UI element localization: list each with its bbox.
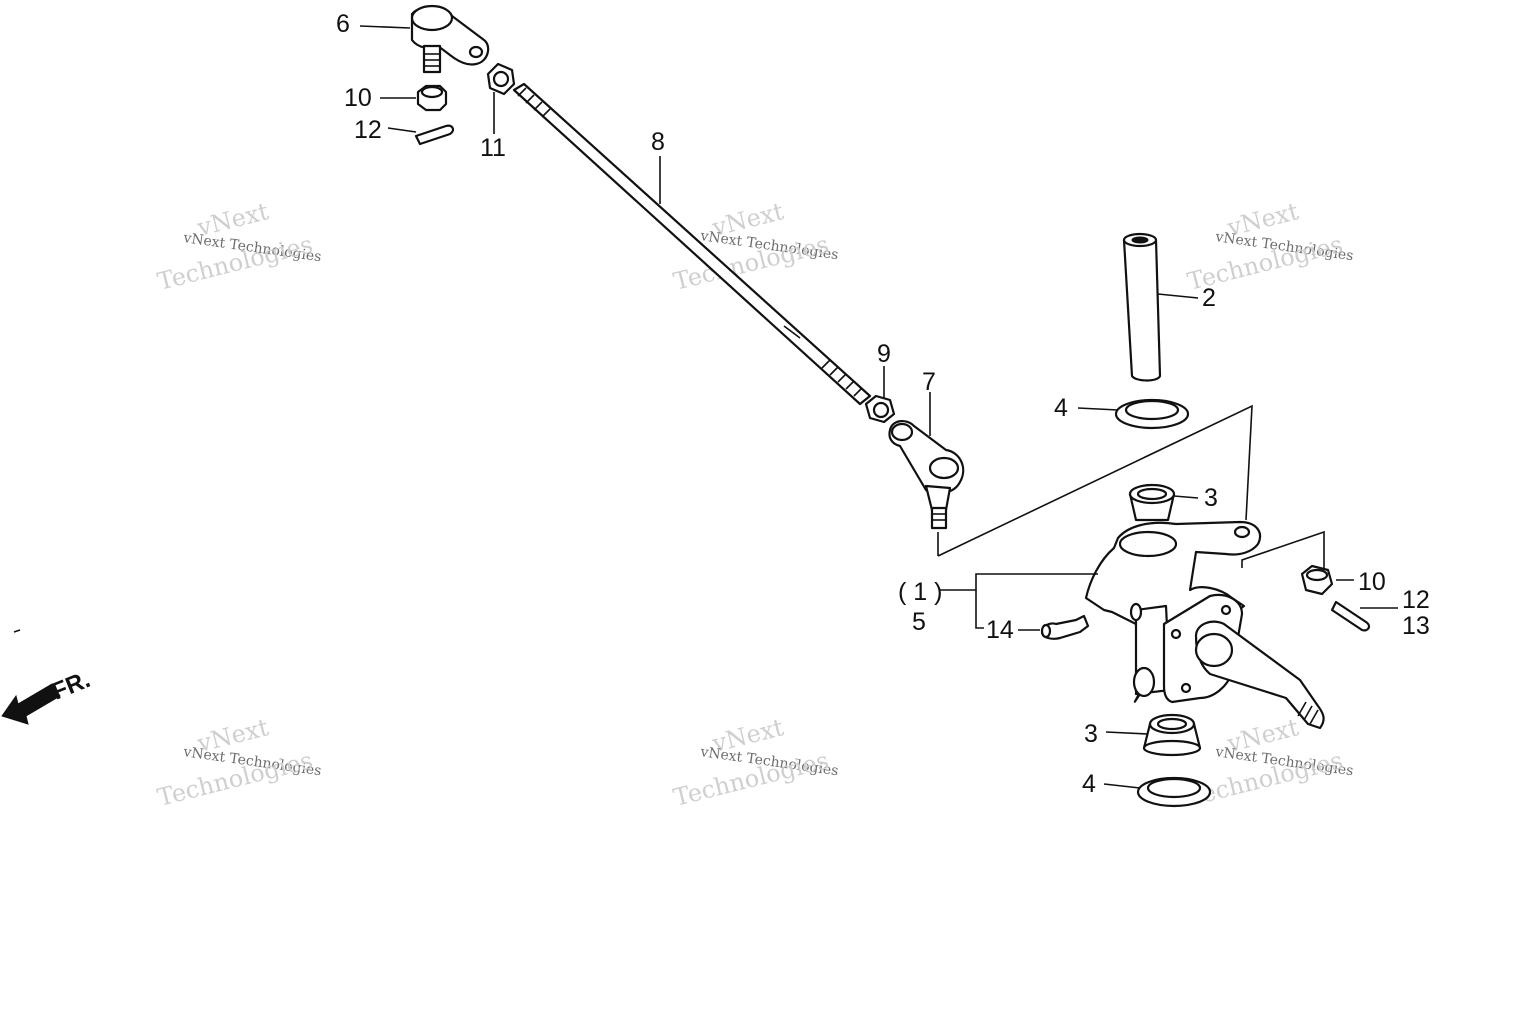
callout-3-upper: 3 — [1204, 484, 1218, 512]
cotter-pin-right — [1330, 600, 1371, 632]
tie-rod-end-lower — [888, 420, 965, 530]
thrust-washer-upper — [1114, 398, 1190, 430]
tie-rod-end-upper — [410, 4, 490, 74]
front-direction-arrow: FR. — [1, 666, 94, 725]
castle-nut-right — [1300, 564, 1334, 596]
callout-9: 9 — [877, 340, 891, 368]
bushing-upper — [1128, 483, 1176, 522]
callout-4-upper: 4 — [1054, 394, 1068, 422]
stray-mark — [13, 629, 21, 633]
kingpin-tube — [1122, 232, 1162, 382]
callout-12-right: 12 — [1402, 586, 1430, 614]
watermark-bottom-right: vNext vNext Technologies Technologies — [1185, 713, 1355, 812]
callout-10-right: 10 — [1358, 568, 1386, 596]
lock-nut-right — [864, 394, 896, 424]
watermark-top-left: vNext vNext Technologies Technologies — [155, 197, 323, 296]
leader-lines — [359, 25, 1398, 789]
grease-fitting — [1040, 614, 1090, 640]
callout-10-upper: 10 — [344, 84, 372, 112]
lock-nut-left — [486, 62, 516, 96]
callout-1: ( 1 ) — [898, 578, 942, 606]
callout-12-upper: 12 — [354, 116, 382, 144]
cotter-pin-upper — [414, 124, 455, 146]
tie-rod — [512, 82, 872, 406]
callout-4-lower: 4 — [1082, 770, 1096, 798]
callout-11: 11 — [480, 134, 506, 162]
callout-5: 5 — [912, 608, 926, 636]
watermark-top-right: vNext vNext Technologies Technologies — [1185, 197, 1355, 296]
callout-14: 14 — [986, 616, 1014, 644]
watermark-top-center: vNext vNext Technologies Technologies — [671, 197, 840, 296]
callout-8: 8 — [651, 128, 665, 156]
front-marker-label: FR. — [48, 666, 94, 706]
watermark-bottom-left: vNext vNext Technologies Technologies — [155, 713, 323, 812]
thrust-washer-lower — [1136, 776, 1212, 808]
castle-nut-upper — [416, 84, 448, 112]
steering-knuckle — [1084, 520, 1325, 730]
callout-6: 6 — [336, 10, 350, 38]
bushing-lower — [1142, 713, 1202, 757]
callout-3-lower: 3 — [1084, 720, 1098, 748]
callout-13: 13 — [1402, 612, 1430, 640]
watermark-bottom-center: vNext vNext Technologies Technologies — [671, 713, 840, 812]
callout-2: 2 — [1202, 284, 1216, 312]
callout-7: 7 — [922, 368, 936, 396]
